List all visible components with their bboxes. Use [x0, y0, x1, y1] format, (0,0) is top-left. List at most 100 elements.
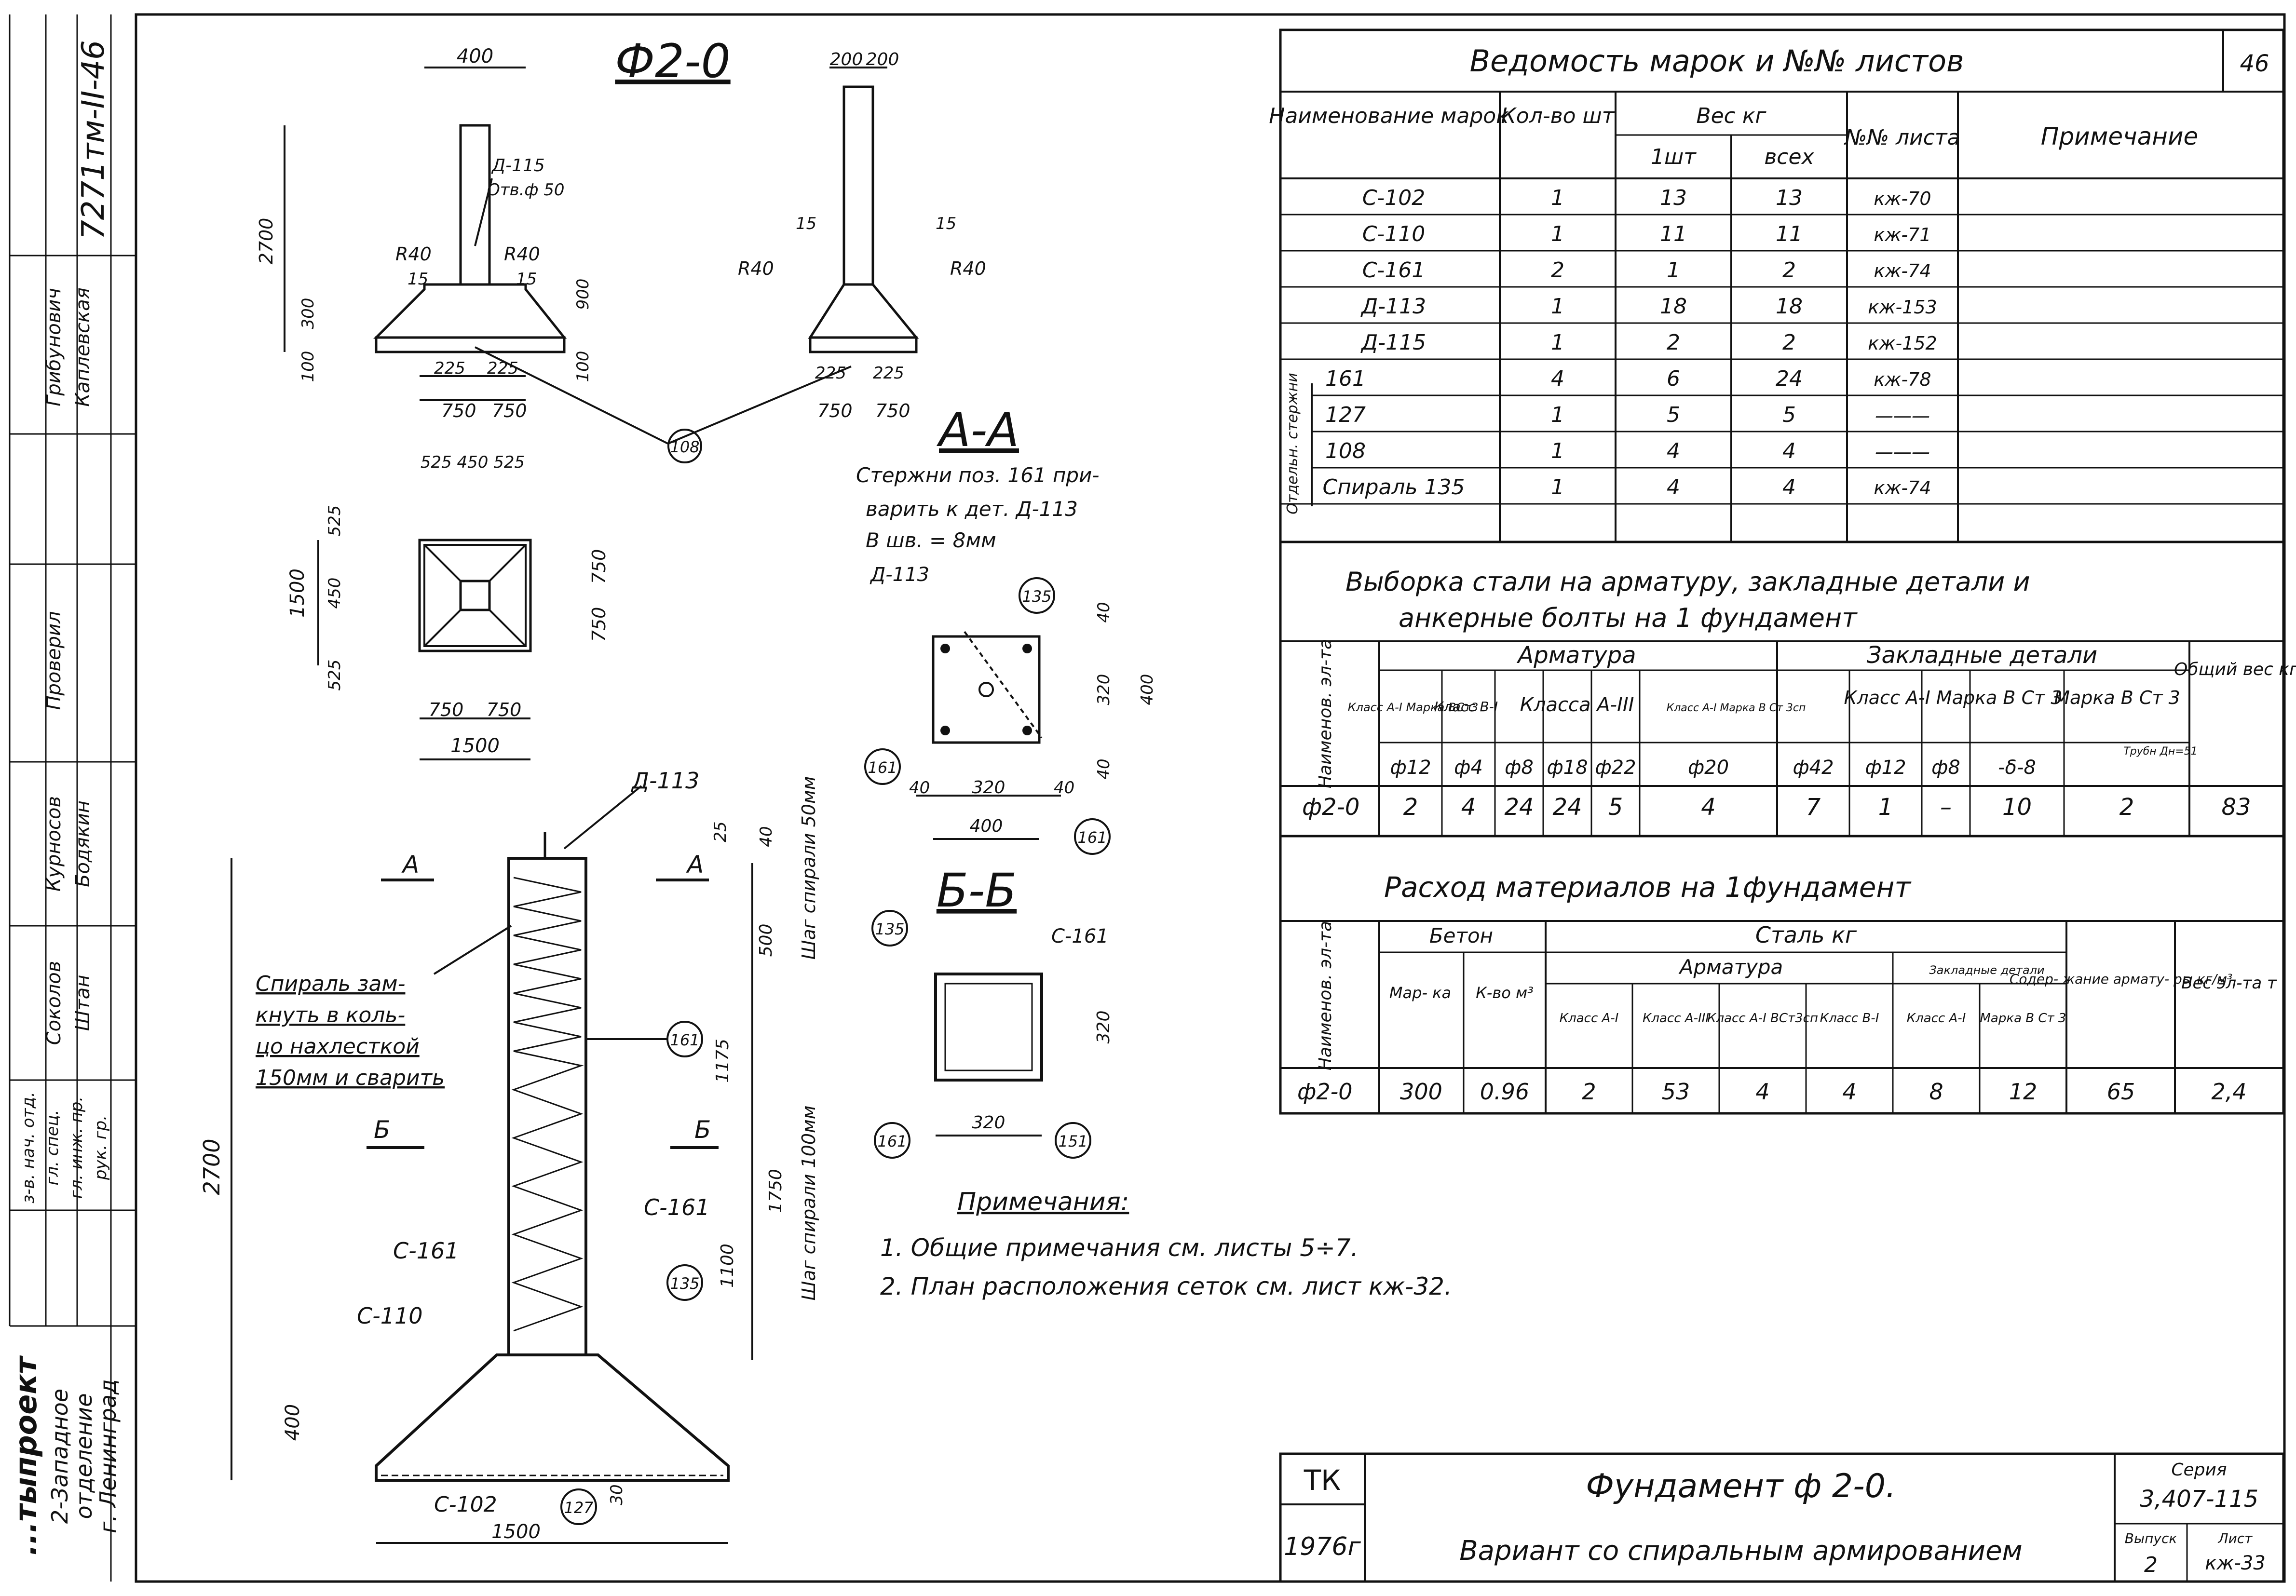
elev-dim-1750: 1750: [766, 1169, 786, 1213]
spiral-note-4: 150мм и сварить: [256, 1066, 445, 1090]
materials-col-header: Класс А-III: [1643, 1011, 1709, 1026]
org-sub-2: отделение: [71, 1393, 97, 1519]
steel-row-name: ф2-0: [1302, 794, 1359, 821]
elev-dim-2700: 2700: [199, 1138, 225, 1195]
stamp-name-3: Проверил: [43, 611, 65, 710]
org-name: ...тыпроект: [8, 1355, 43, 1556]
sheet-frame: [135, 13, 2286, 1583]
note-2: 2. План расположения сеток см. лист кж-3…: [880, 1272, 1452, 1300]
marks-cell-wall: 2: [1782, 258, 1796, 283]
marks-cell-wall: 4: [1782, 475, 1796, 500]
steel-cell: 24: [1552, 794, 1582, 821]
title-desc: Вариант со спиральным армированием: [1459, 1535, 2023, 1567]
marks-cell-qty: 1: [1551, 403, 1564, 427]
stamp-role-2: гл. спец.: [43, 1109, 62, 1185]
steel-col-header: ф4: [1454, 757, 1483, 779]
marks-group-label: Отдельн. стержни: [1284, 373, 1301, 514]
materials-h-kvo: К-во м³: [1476, 984, 1534, 1002]
marks-h-note: Примечание: [2041, 122, 2198, 150]
plan-dim-750-a: 750: [588, 549, 610, 584]
section-aa-dim-b400: 400: [970, 816, 1003, 836]
marks-cell-w1: 1: [1667, 258, 1680, 283]
marks-cell-sheet: кж-71: [1874, 224, 1931, 245]
materials-col-header: Класс А-I: [1560, 1011, 1619, 1026]
marks-cell-wall: 11: [1776, 222, 1803, 246]
dim-top-100: 100: [299, 351, 318, 382]
marks-cell-w1: 13: [1660, 186, 1687, 210]
section-aa-dim-40b: 40: [1094, 758, 1114, 779]
section-bb-dim-320h: 320: [972, 1113, 1005, 1133]
ref-108: 108: [670, 438, 699, 456]
marks-cell-name: Д-115: [1360, 330, 1426, 355]
dim-top-300: 300: [299, 298, 318, 329]
materials-h-weight: Вес эл-та т: [2181, 974, 2277, 993]
marks-cell-sheet: кж-152: [1868, 333, 1937, 354]
materials-h-name: Наименов. эл-та: [1316, 921, 1335, 1070]
marks-h-sheet: №№ листа: [1843, 125, 1960, 150]
dim-200-b: 200: [866, 50, 899, 69]
steel-h-b1: Класс В-I: [1434, 699, 1498, 715]
section-aa-d113: Д-113: [869, 564, 929, 586]
section-aa-title: А-А: [936, 403, 1019, 457]
section-aa-ref161b: 161: [1077, 828, 1107, 847]
series-label: Серия: [2171, 1460, 2227, 1480]
radius-r40-b: R40: [504, 243, 540, 265]
elev-ref161: 161: [670, 1031, 699, 1049]
marks-cell-w1: 11: [1660, 222, 1687, 246]
marks-cell-qty: 1: [1551, 294, 1564, 319]
stamp-name-5: Штан: [72, 975, 94, 1031]
materials-col-header: Марка В Ст 3: [1980, 1011, 2066, 1026]
pitch-50: Шаг спирали 50мм: [798, 776, 819, 960]
cut-a-right: А: [686, 851, 704, 879]
cut-b-left: Б: [374, 1116, 390, 1144]
steel-col-header: ф8: [1505, 757, 1534, 779]
dim-750-a: 750: [441, 400, 476, 421]
marks-cell-w1: 4: [1667, 475, 1680, 500]
plan-dim-750-d: 750: [487, 699, 522, 720]
plan-dim-1500-b: 1500: [450, 735, 500, 757]
steel-h-armatura: Арматура: [1516, 642, 1636, 669]
steel-h-zakl: Закладные детали: [1867, 642, 2098, 669]
spiral-note-2: кнуть в коль-: [256, 1003, 405, 1028]
radius-r40-c: R40: [738, 258, 774, 279]
marks-cell-wall: 18: [1776, 294, 1803, 319]
marks-cell-sheet: ———: [1875, 405, 1930, 426]
steel-col-header: ф18: [1547, 757, 1588, 779]
steel-cell: 1: [1878, 794, 1893, 821]
steel-col-header: ф8: [1931, 757, 1960, 779]
dim-750-d: 750: [875, 400, 910, 421]
section-aa-dim-b320: 320: [972, 778, 1005, 798]
marks-cell-sheet: ———: [1875, 441, 1930, 462]
stamp-role-3: гл. инж. пр.: [67, 1096, 86, 1199]
stamp-name-4: Курносов: [43, 796, 65, 892]
plan-dims-top: 525 450 525: [421, 453, 525, 472]
dim-15-c: 15: [796, 214, 816, 233]
marks-cell-name: С-102: [1362, 186, 1426, 210]
marks-cell-qty: 2: [1551, 258, 1564, 283]
marks-cell-name: С-110: [1362, 222, 1426, 246]
stamp-name-6: Соколов: [43, 961, 65, 1045]
elev-dim-1100: 1100: [718, 1244, 737, 1288]
steel-cell: 2: [1403, 794, 1418, 821]
elev-dim-25: 25: [711, 821, 730, 842]
steel-cell: 5: [1608, 794, 1623, 821]
dim-225-c: 225: [815, 364, 846, 383]
marks-cell-name: Спираль 135: [1322, 475, 1465, 500]
materials-cell: 12: [2009, 1079, 2038, 1105]
elev-dim-40: 40: [757, 826, 776, 847]
marks-cell-qty: 1: [1551, 222, 1564, 246]
org-sub-3: г. Ленинград: [95, 1379, 121, 1533]
plan-dim-450: 450: [325, 578, 344, 609]
marks-cell-qty: 1: [1551, 439, 1564, 463]
marks-h-weight: Вес кг: [1696, 104, 1766, 128]
steel-cell: –: [1940, 794, 1952, 821]
steel-col-header: ф12: [1390, 757, 1431, 779]
materials-row-weight: 2,4: [2211, 1079, 2246, 1105]
section-aa-ref161: 161: [868, 758, 897, 777]
marks-cell-qty: 1: [1551, 475, 1564, 500]
steel-cell: 7: [1806, 794, 1821, 821]
section-bb-ref161a: 161: [877, 1132, 907, 1150]
list-value: кж-33: [2205, 1552, 2266, 1574]
